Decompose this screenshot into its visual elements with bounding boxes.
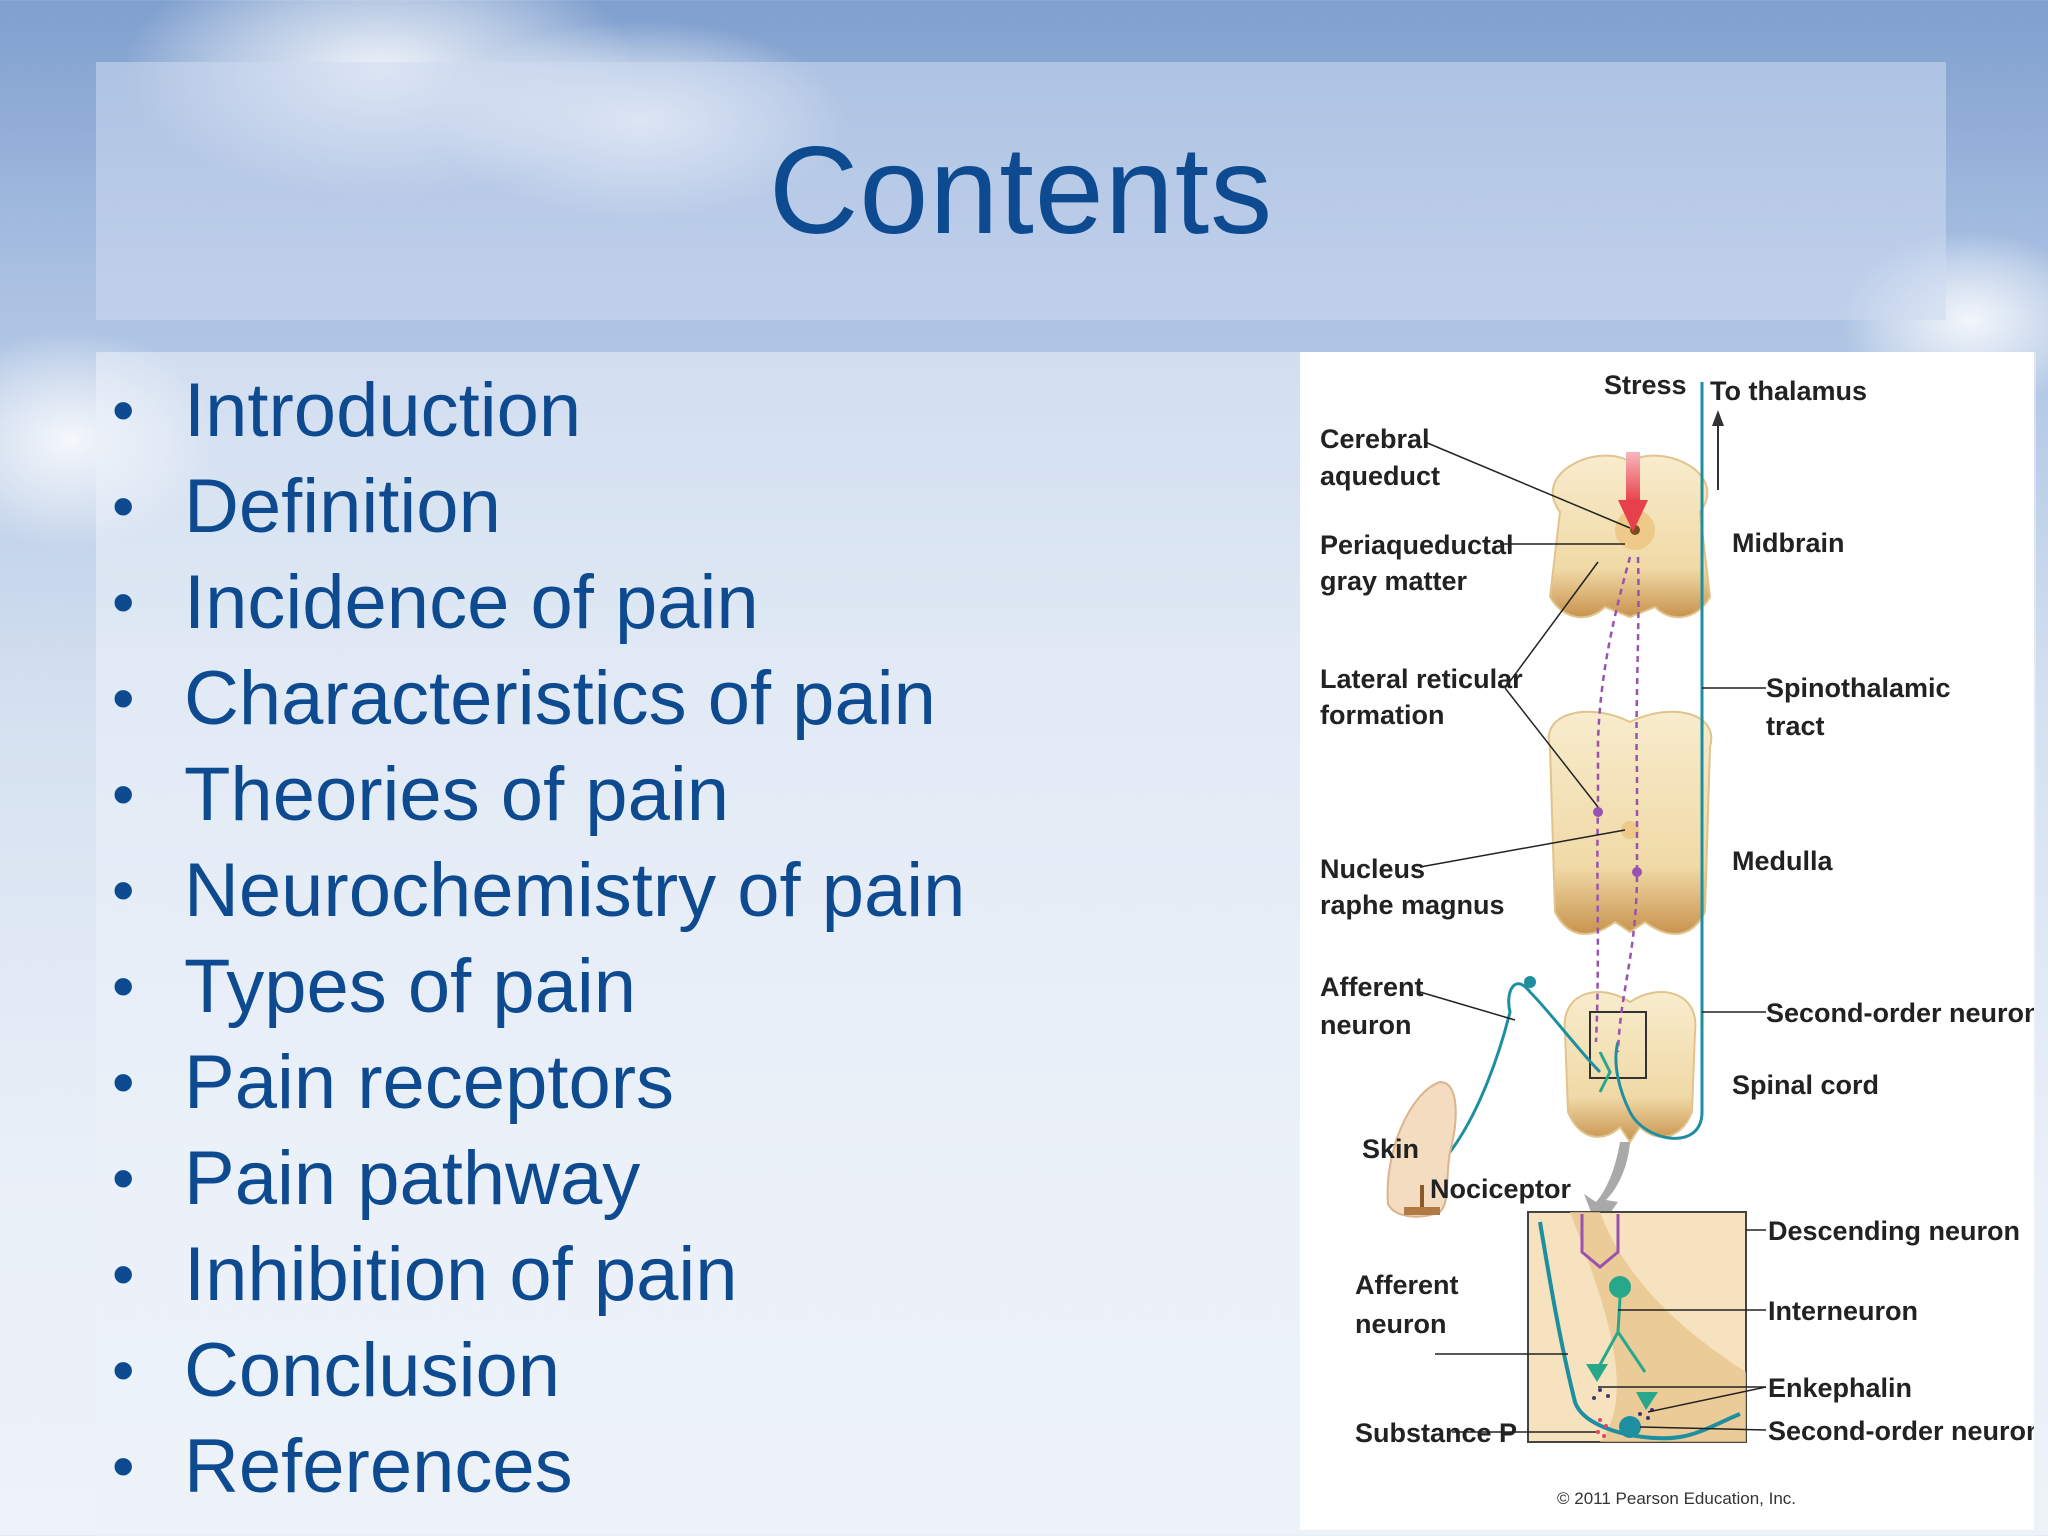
- contents-item: • Introduction: [112, 362, 965, 458]
- tack-icon: [1404, 1207, 1440, 1215]
- contents-item: • Types of pain: [112, 938, 965, 1034]
- contents-item: • Conclusion: [112, 1322, 965, 1418]
- contents-item-label: Incidence of pain: [184, 559, 759, 645]
- inset-synapse: [1636, 1392, 1658, 1410]
- bullet-icon: •: [112, 854, 135, 926]
- contents-item-label: Pain pathway: [184, 1135, 641, 1221]
- inset-descending-neuron: [1580, 1214, 1620, 1269]
- slide-title: Contents: [768, 122, 1274, 260]
- bullet-icon: •: [112, 1238, 135, 1310]
- tack-icon: [1420, 1185, 1424, 1207]
- inset-afferent-neuron: [1538, 1221, 1741, 1441]
- label-spinal-cord: Spinal cord: [1732, 1070, 1879, 1100]
- pain-inhibition-figure: Stress To thalamus Cerebral aqueduct Per…: [1300, 352, 2034, 1530]
- contents-item: • Theories of pain: [112, 746, 965, 842]
- contents-item-label: Theories of pain: [184, 751, 729, 837]
- label-descending-neuron: Descending neuron: [1768, 1216, 2020, 1246]
- contents-item: • Characteristics of pain: [112, 650, 965, 746]
- contents-item-label: References: [184, 1423, 573, 1509]
- contents-item-label: Inhibition of pain: [184, 1231, 738, 1317]
- label-nociceptor: Nociceptor: [1430, 1174, 1572, 1204]
- contents-item: • Incidence of pain: [112, 554, 965, 650]
- contents-item: • Neurochemistry of pain: [112, 842, 965, 938]
- label-spinothalamic: tract: [1766, 711, 1825, 741]
- label-second-order-neuron: Second-order neuron: [1766, 998, 2034, 1028]
- pain-pathway-diagram: Stress To thalamus Cerebral aqueduct Per…: [1320, 370, 2034, 1508]
- label-afferent-neuron: neuron: [1320, 1010, 1412, 1040]
- label-afferent-neuron-inset: neuron: [1355, 1309, 1447, 1339]
- label-second-order-neuron-inset: Second-order neuron: [1768, 1416, 2034, 1446]
- contents-list: • Introduction • Definition • Incidence of pa…: [112, 362, 965, 1514]
- label-substance-p: Substance P: [1355, 1418, 1517, 1448]
- label-afferent-neuron-inset: Afferent: [1355, 1270, 1459, 1300]
- bullet-icon: •: [112, 1046, 135, 1118]
- stress-arrowhead: [1618, 500, 1648, 532]
- bullet-icon: •: [112, 1334, 135, 1406]
- contents-item-label: Types of pain: [184, 943, 637, 1029]
- label-stress: Stress: [1604, 370, 1687, 400]
- label-cerebral-aqueduct: Cerebral: [1320, 424, 1430, 454]
- label-medulla: Medulla: [1732, 846, 1833, 876]
- bullet-icon: •: [112, 758, 135, 830]
- contents-item-label: Pain receptors: [184, 1039, 675, 1125]
- descending-neuron: [1616, 556, 1640, 1053]
- contents-item: • Definition: [112, 458, 965, 554]
- label-to-thalamus: To thalamus: [1710, 376, 1867, 406]
- label-skin: Skin: [1362, 1134, 1419, 1164]
- label-afferent-neuron: Afferent: [1320, 972, 1424, 1002]
- contents-item-label: Characteristics of pain: [184, 655, 936, 741]
- label-lateral-reticular: formation: [1320, 700, 1445, 730]
- inset-gray-matter: [1570, 1212, 1746, 1442]
- contents-item: • Pain pathway: [112, 1130, 965, 1226]
- zoom-arrow: [1584, 1142, 1630, 1230]
- inset-second-order-neuron: [1619, 1416, 1641, 1438]
- label-interneuron: Interneuron: [1768, 1296, 1918, 1326]
- inset-synapse: [1586, 1364, 1608, 1382]
- label-periaqueductal: gray matter: [1320, 566, 1468, 596]
- contents-item: • Pain receptors: [112, 1034, 965, 1130]
- contents-item: • Inhibition of pain: [112, 1226, 965, 1322]
- label-periaqueductal: Periaqueductal: [1320, 530, 1514, 560]
- interneuron: [1598, 1051, 1612, 1093]
- contents-item-label: Neurochemistry of pain: [184, 847, 966, 933]
- figure-copyright: © 2011 Pearson Education, Inc.: [1557, 1489, 1796, 1508]
- label-midbrain: Midbrain: [1732, 528, 1845, 558]
- label-spinothalamic: Spinothalamic: [1766, 673, 1951, 703]
- label-nucleus-raphe: Nucleus: [1320, 854, 1425, 884]
- label-lateral-reticular: Lateral reticular: [1320, 664, 1523, 694]
- bullet-icon: •: [112, 470, 135, 542]
- label-nucleus-raphe: raphe magnus: [1320, 890, 1505, 920]
- afferent-neuron-body: [1524, 976, 1536, 988]
- contents-item-label: Definition: [184, 463, 501, 549]
- label-enkephalin: Enkephalin: [1768, 1373, 1912, 1403]
- bullet-icon: •: [112, 1142, 135, 1214]
- bullet-icon: •: [112, 374, 135, 446]
- nucleus-raphe-magnus: [1621, 821, 1639, 839]
- spinothalamic-tract: [1614, 1041, 1704, 1140]
- spinal-cord-section: [1563, 991, 1697, 1144]
- to-thalamus-arrowhead: [1712, 410, 1724, 426]
- inset-interneuron: [1609, 1276, 1631, 1298]
- leader-lines: [1419, 441, 1767, 1433]
- contents-item: • References: [112, 1418, 965, 1514]
- contents-item-label: Conclusion: [184, 1327, 560, 1413]
- bullet-icon: •: [112, 566, 135, 638]
- stress-arrow: [1626, 452, 1640, 502]
- bullet-icon: •: [112, 662, 135, 734]
- bullet-icon: •: [112, 950, 135, 1022]
- substance-p-dots: [1596, 1418, 1608, 1438]
- bullet-icon: •: [112, 1430, 135, 1502]
- descending-neuron-body: [1632, 867, 1642, 877]
- label-cerebral-aqueduct: aqueduct: [1320, 461, 1440, 491]
- contents-item-label: Introduction: [184, 367, 582, 453]
- descending-neuron-body: [1593, 807, 1603, 817]
- title-band: [96, 62, 1946, 320]
